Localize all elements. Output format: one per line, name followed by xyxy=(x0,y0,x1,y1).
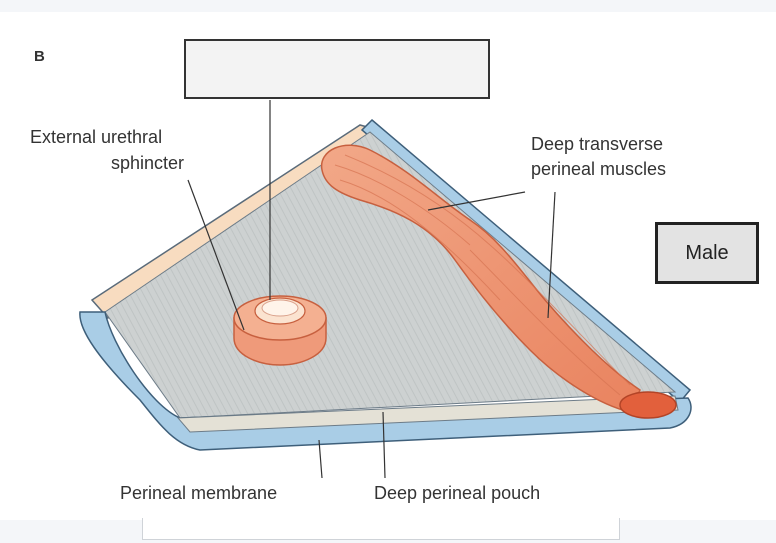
label-deep-perineal-pouch: Deep perineal pouch xyxy=(374,483,541,503)
bottom-answer-field[interactable] xyxy=(142,518,620,540)
label-external-urethral-line1: External urethral xyxy=(30,127,163,147)
leader-perineal-membrane xyxy=(318,439,323,479)
label-deep-transverse-line1: Deep transverse xyxy=(531,134,664,154)
label-external-urethral-line2: sphincter xyxy=(111,153,185,173)
deep-perineal-pouch-strip xyxy=(176,395,679,433)
leader-deep-transverse-a xyxy=(427,191,526,211)
panel-letter: B xyxy=(34,48,45,65)
label-perineal-membrane: Perineal membrane xyxy=(120,483,278,503)
leader-sphincter xyxy=(187,179,245,331)
blank-label-box[interactable] xyxy=(184,39,490,99)
muscle-cut-end xyxy=(619,391,677,419)
leader-deep-perineal-pouch xyxy=(382,411,386,479)
leader-deep-transverse-b xyxy=(547,191,556,319)
deep-transverse-muscle xyxy=(321,144,641,413)
label-deep-transverse-line2: perineal muscles xyxy=(531,159,667,179)
sex-label-box[interactable]: Male xyxy=(655,222,759,284)
